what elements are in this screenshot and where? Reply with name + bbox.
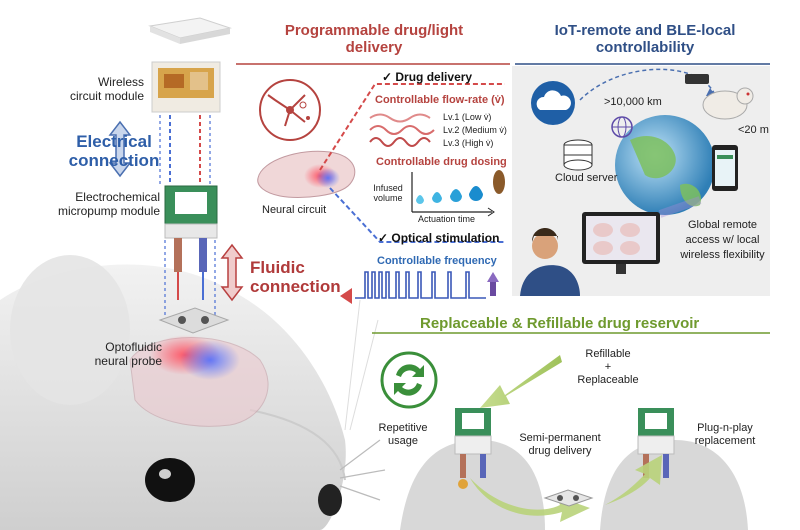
device-right	[637, 408, 675, 478]
phone-icon	[712, 145, 738, 191]
level-1-label: Lv.1 (Low v̇)	[443, 112, 492, 122]
level-3-label: Lv.3 (High v̇)	[443, 138, 494, 148]
level-2-label: Lv.2 (Medium v̇)	[443, 125, 507, 135]
semi-permanent-label: Semi-permanent drug delivery	[519, 432, 601, 457]
cloud-server-label: Cloud server	[555, 172, 618, 184]
dosing-label: Controllable drug dosing	[376, 156, 507, 168]
rat-icon	[702, 87, 754, 120]
distance-near-label: <20 m	[738, 124, 769, 136]
refill-icon	[380, 351, 438, 409]
device-left	[454, 408, 492, 489]
pulse-arrow	[340, 288, 352, 304]
refill-arrow	[480, 355, 562, 408]
www-icon	[611, 116, 633, 138]
flow-rate-waves	[369, 113, 435, 147]
probe-label: Optofluidic neural probe	[94, 340, 162, 368]
globe	[615, 115, 715, 215]
repetitive-label: Repetitive usage	[378, 422, 428, 447]
device-stack	[148, 17, 232, 334]
plug-n-play-label: Plug-n-play replacement	[694, 422, 756, 447]
drug-delivery-label: ✓ Drug delivery	[382, 70, 473, 84]
reservoir-chip	[543, 489, 594, 507]
rat-head-right	[600, 440, 748, 530]
cloud-icon	[531, 81, 575, 125]
reservoir-title: Replaceable & Refillable drug reservoir	[420, 315, 700, 332]
fluidic-double-arrow	[220, 243, 244, 302]
fluidic-connection-label: Fluidic connection	[250, 258, 341, 296]
brain-icon	[257, 150, 356, 198]
router-icon	[685, 74, 709, 84]
neuron-icon	[259, 79, 321, 141]
refill-label: Refillable + Replaceable	[577, 348, 639, 386]
iot-title: IoT-remote and BLE-local controllability	[554, 22, 736, 56]
cycle-arrow-left	[470, 478, 590, 522]
electrical-connection-label: Electrical connection	[68, 132, 160, 170]
micropump-module-label: Electrochemical micropump module	[57, 190, 160, 218]
neural-circuit-label: Neural circuit	[262, 204, 327, 216]
frequency-label: Controllable frequency	[377, 255, 497, 267]
user-with-monitor	[520, 212, 660, 296]
global-access-label: Global remote access w/ local wireless f…	[680, 219, 765, 261]
server-icon	[563, 139, 593, 171]
distance-far-label: >10,000 km	[604, 96, 662, 108]
flow-rate-label: Controllable flow-rate (v̇)	[375, 94, 505, 106]
pulse-train	[355, 271, 499, 299]
rat-head	[0, 255, 386, 530]
actuation-time-label: Actuation time	[418, 214, 476, 224]
cycle-arrow-right	[605, 455, 662, 505]
programmable-title: Programmable drug/light delivery	[284, 22, 464, 56]
electrical-double-arrow	[108, 120, 132, 178]
dosing-plot	[411, 170, 505, 217]
wireless-module-label: Wireless circuit module	[69, 75, 144, 103]
optical-stimulation-label: ✓ Optical stimulation	[378, 231, 500, 245]
infused-volume-label: Infused volume	[373, 183, 403, 203]
